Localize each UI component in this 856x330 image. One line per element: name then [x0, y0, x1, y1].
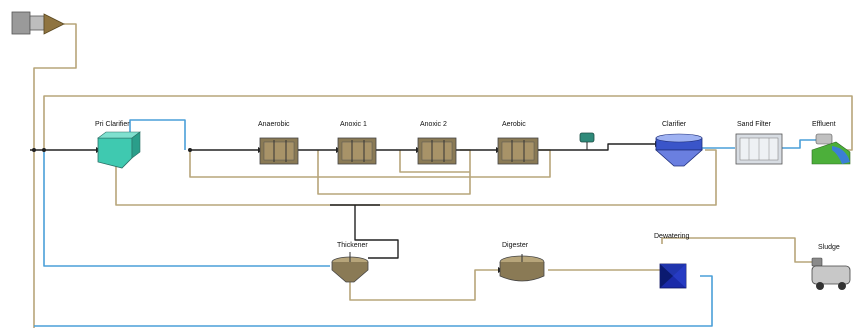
dewatering-to-sludge — [661, 237, 812, 263]
aerobic-tank-icon[interactable] — [497, 137, 539, 165]
dewatering-return — [34, 275, 713, 327]
effluent-label: Effluent — [812, 121, 836, 128]
dewatering-label: Dewatering — [654, 233, 690, 240]
thickener-label: Thickener — [337, 242, 368, 249]
thickener-unit[interactable] — [331, 252, 369, 283]
supernatant-return — [43, 150, 330, 267]
thickener-to-digester — [349, 269, 498, 301]
anaerobic-tank-icon[interactable] — [259, 137, 299, 165]
clarifier-unit[interactable] — [654, 133, 704, 167]
sand-filter-unit[interactable] — [735, 133, 783, 165]
transfer-pump-icon[interactable] — [579, 132, 595, 150]
influent-pump-icon — [11, 11, 65, 35]
anoxic-2-tank-icon[interactable] — [417, 137, 457, 165]
clarifier-label: Clarifier — [662, 121, 687, 128]
sludge-truck-icon — [811, 257, 851, 290]
pri-clarifier-label: Pri Clarifier — [95, 121, 130, 128]
waste-activated-sludge — [330, 204, 399, 259]
pri-clarifier-unit[interactable] — [97, 131, 141, 169]
pri-sludge-return — [115, 149, 717, 206]
digester-label: Digester — [502, 242, 529, 249]
anaerobic-label: Anaerobic — [258, 121, 290, 128]
sludge-label: Sludge — [818, 244, 840, 251]
digester-unit[interactable] — [499, 254, 545, 282]
aerobic-label: Aerobic — [502, 121, 526, 128]
anoxic-1-label: Anoxic 1 — [340, 121, 367, 128]
filter-to-effluent — [782, 139, 818, 149]
internal-recycle-2 — [399, 150, 470, 173]
effluent-outfall-icon — [811, 133, 851, 165]
dewatering-unit[interactable] — [659, 263, 687, 289]
sand-filter-label: Sand Filter — [737, 121, 772, 128]
return-loop-top — [43, 95, 853, 151]
anoxic-1-tank-icon[interactable] — [337, 137, 377, 165]
pipe-network — [30, 23, 853, 328]
influent-pipe — [33, 23, 77, 328]
pump-to-clarifier — [574, 143, 655, 151]
anoxic-2-label: Anoxic 2 — [420, 121, 447, 128]
unit-labels: Pri Clarifier Anaerobic Anoxic 1 Anoxic … — [95, 121, 840, 251]
